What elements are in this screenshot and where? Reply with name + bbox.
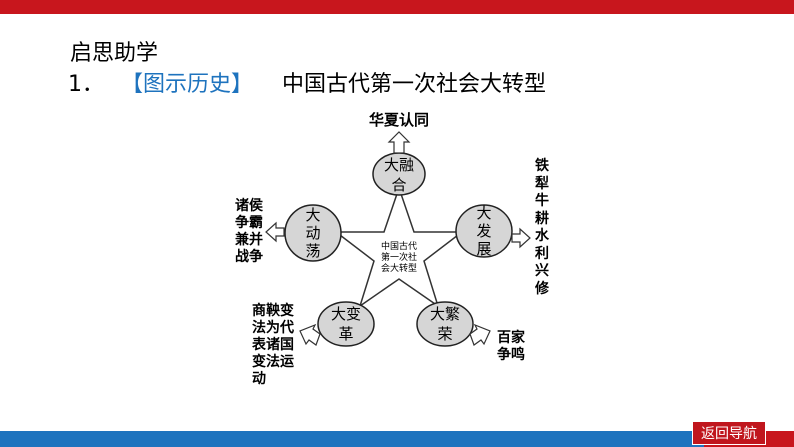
outcome-bottom-left-line: 商鞅变 [252,303,294,319]
outcome-right-char: 水 [535,228,549,244]
node-bottom-right-label: 大繁 荣 [425,304,465,344]
node-right-shape [455,204,513,258]
outcome-bottom-right-line: 百家 [497,330,525,346]
node-top-label: 大融 合 [379,155,419,195]
center-star [333,185,465,308]
arrow-right-icon [511,227,531,249]
outcome-top: 华夏认同 [369,111,430,129]
outcome-bottom-right-line: 争鸣 [497,347,525,363]
center-line-2: 第一次社 [380,253,417,263]
item-number: 1． [68,72,104,97]
outcome-bottom-left-line: 法为代 [252,320,294,336]
section-title: 启思助学 [70,41,159,66]
outcome-right-char: 利 [535,245,549,262]
outcome-right-char: 犁 [535,175,549,192]
outcome-bottom-left-line: 变法运 [252,354,294,370]
node-left-line-3: 荡 [305,242,321,260]
node-right-line-1: 大 [476,204,492,222]
arrow-left-icon [265,221,285,243]
center-line-1: 中国古代 [380,242,417,252]
node-left-shape [284,204,342,262]
node-bottom-left-shape [317,301,375,347]
node-right-label: 大 发 展 [474,204,494,258]
item-heading: 1． 【图示历史】 中国古代第一次社会大转型 [68,70,546,100]
node-top-line-1: 大融 [383,156,414,174]
back-to-nav-button[interactable]: 返回导航 [692,421,766,445]
node-top-line-2: 合 [391,176,407,194]
node-bottom-right-line-2: 荣 [437,325,453,343]
node-bottom-right-line-1: 大繁 [429,305,460,323]
arrow-down-left-icon [299,323,321,346]
outcome-left-line: 争霸 [235,215,263,231]
node-bottom-left-line-2: 革 [338,325,354,343]
item-title: 中国古代第一次社会大转型 [282,72,547,97]
outcome-right-char: 修 [535,280,549,297]
arrow-down-right-icon [469,323,491,346]
node-right-line-3: 展 [476,240,492,258]
outcome-bottom-right: 百家 争鸣 [497,330,525,364]
item-tag: 【图示历史】 [121,72,254,97]
node-bottom-right-shape [416,301,474,347]
outcome-bottom-left-line: 动 [252,371,266,387]
outcome-right: 铁 犁 牛 耕 水 利 兴 修 [535,158,551,298]
outcome-right-char: 兴 [535,263,549,279]
bottom-decor-bar [0,431,794,447]
node-bottom-left-line-1: 大变 [330,305,361,323]
outcome-left-line: 兼并 [235,232,263,248]
outcome-right-char: 牛 [535,193,549,209]
outcome-bottom-left: 商鞅变 法为代 表诸国 变法运 动 [252,303,294,388]
node-bottom-left-label: 大变 革 [326,304,366,344]
center-line-3: 会大转型 [380,264,417,274]
node-left-line-1: 大 [305,206,321,224]
node-left-label: 大 动 荡 [303,206,323,260]
top-decor-bar [0,0,794,14]
outcome-left-line: 诸侯 [235,198,263,214]
arrow-up-icon [387,131,411,154]
outcome-right-char: 铁 [535,158,549,174]
node-left-line-2: 动 [305,224,321,242]
outcome-bottom-left-line: 表诸国 [252,337,294,353]
outcome-right-char: 耕 [535,210,549,227]
outcome-left: 诸侯 争霸 兼并 战争 [235,198,263,266]
node-right-line-2: 发 [476,222,492,240]
outcome-left-line: 战争 [235,249,263,265]
center-label: 中国古代 第一次社 会大转型 [371,242,427,275]
